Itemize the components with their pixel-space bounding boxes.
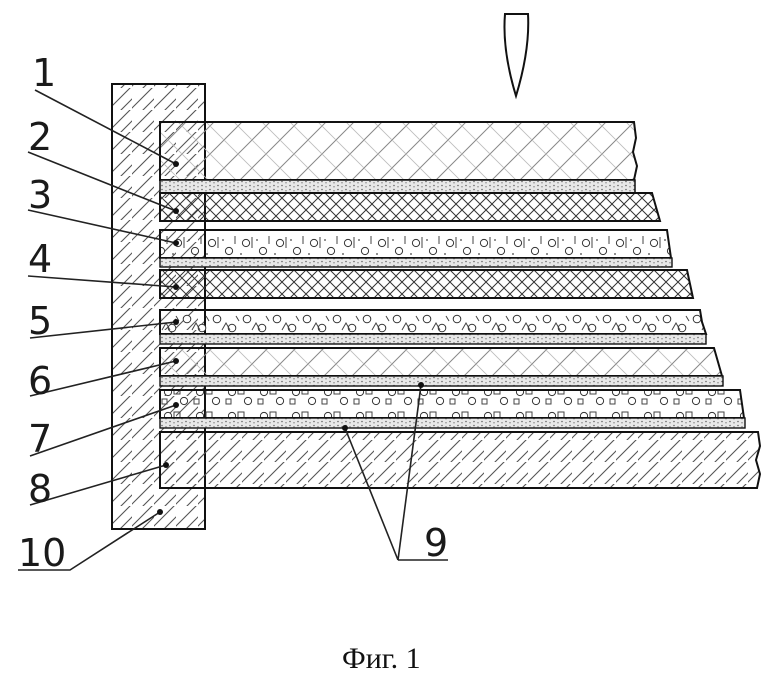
bond-strip-5	[160, 334, 706, 344]
label-8: 8	[28, 467, 52, 511]
label-9: 9	[424, 521, 448, 565]
layer-1	[160, 122, 637, 180]
layer-stack	[160, 122, 760, 488]
label-1: 1	[32, 51, 56, 95]
layer-6	[160, 348, 722, 376]
label-10: 10	[18, 531, 66, 575]
label-2: 2	[28, 115, 52, 159]
label-6: 6	[28, 359, 52, 403]
bond-strip-6	[160, 376, 723, 386]
layer-3	[160, 230, 671, 258]
label-7: 7	[28, 417, 52, 461]
label-4: 4	[28, 237, 52, 281]
label-5: 5	[28, 299, 52, 343]
bond-strip-3	[160, 258, 672, 267]
layer-8	[160, 432, 760, 488]
layer-2	[160, 193, 660, 221]
layer-7	[160, 390, 744, 418]
bond-strip-1	[160, 180, 635, 193]
layer-5	[160, 310, 706, 334]
label-3: 3	[28, 173, 52, 217]
projectile-icon	[504, 14, 528, 96]
layer-4	[160, 270, 693, 298]
figure-caption: Фиг. 1	[342, 642, 421, 675]
bond-strip-7	[160, 418, 745, 428]
